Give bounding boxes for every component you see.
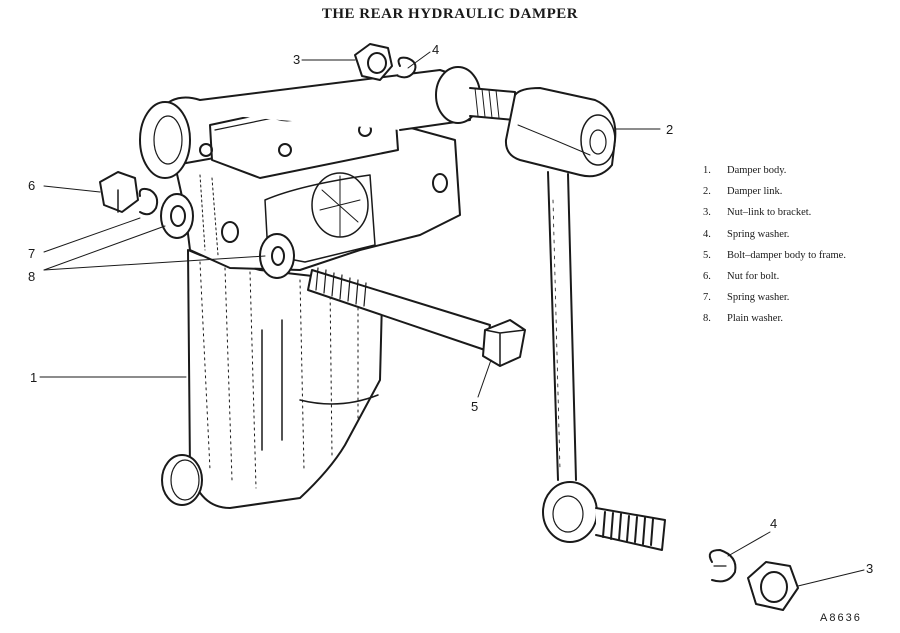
legend-text: Nut for bolt.	[727, 271, 780, 283]
spring-washer-top	[397, 56, 417, 79]
legend-item: 6. Nut for bolt.	[703, 266, 893, 287]
damper-arm	[139, 66, 516, 179]
legend-text: Damper body.	[727, 165, 787, 176]
legend-text: Spring washer.	[727, 292, 790, 304]
legend-number: 6.	[703, 271, 711, 283]
nut-bottom	[747, 561, 799, 611]
callout-2: 2	[666, 122, 673, 137]
damper-body	[161, 249, 383, 509]
callout-4-top: 4	[432, 42, 439, 57]
legend-text: Plain washer.	[727, 313, 783, 325]
callout-4-bottom: 4	[770, 516, 777, 531]
nut-top	[354, 43, 393, 81]
legend-item: 8. Plain washer.	[703, 308, 893, 329]
legend-number: 5.	[703, 249, 711, 261]
legend-number: 2.	[703, 186, 711, 198]
parts-legend: 1. Damper body. 2. Damper link. 3. Nut–link…	[703, 160, 893, 330]
diagram-title: THE REAR HYDRAULIC DAMPER	[321, 6, 579, 22]
callout-3-bottom: 3	[866, 561, 873, 576]
spring-washer-left	[138, 187, 159, 216]
callout-7: 7	[28, 246, 35, 261]
legend-text: Nut–link to bracket.	[727, 207, 812, 219]
damper-link	[504, 87, 666, 551]
legend-text: Bolt–damper body to frame.	[727, 249, 846, 261]
legend-item: 4. Spring washer.	[703, 224, 893, 245]
legend-number: 8.	[703, 313, 711, 325]
callout-8: 8	[28, 269, 35, 284]
legend-number: 7.	[703, 292, 711, 304]
legend-text: Damper link.	[727, 186, 783, 198]
legend-item: 2. Damper link.	[703, 181, 893, 202]
callout-5: 5	[471, 399, 478, 414]
legend-number: 1.	[703, 165, 711, 176]
callout-1: 1	[30, 370, 37, 385]
bolt	[307, 267, 526, 367]
leader-lines	[39, 51, 865, 587]
legend-item: 1. Damper body.	[703, 160, 893, 181]
legend-number: 4.	[703, 228, 711, 240]
legend-number: 3.	[703, 207, 711, 219]
nut-left	[99, 171, 139, 213]
plain-washer-left	[160, 193, 194, 239]
legend-item: 7. Spring washer.	[703, 287, 893, 308]
callout-3-top: 3	[293, 52, 300, 67]
callout-6: 6	[28, 178, 35, 193]
legend-item: 3. Nut–link to bracket.	[703, 202, 893, 223]
legend-text: Spring washer.	[727, 228, 790, 240]
spring-washer-bottom	[708, 549, 737, 583]
legend-item: 5. Bolt–damper body to frame.	[703, 245, 893, 266]
reference-code: A8636	[820, 612, 862, 624]
